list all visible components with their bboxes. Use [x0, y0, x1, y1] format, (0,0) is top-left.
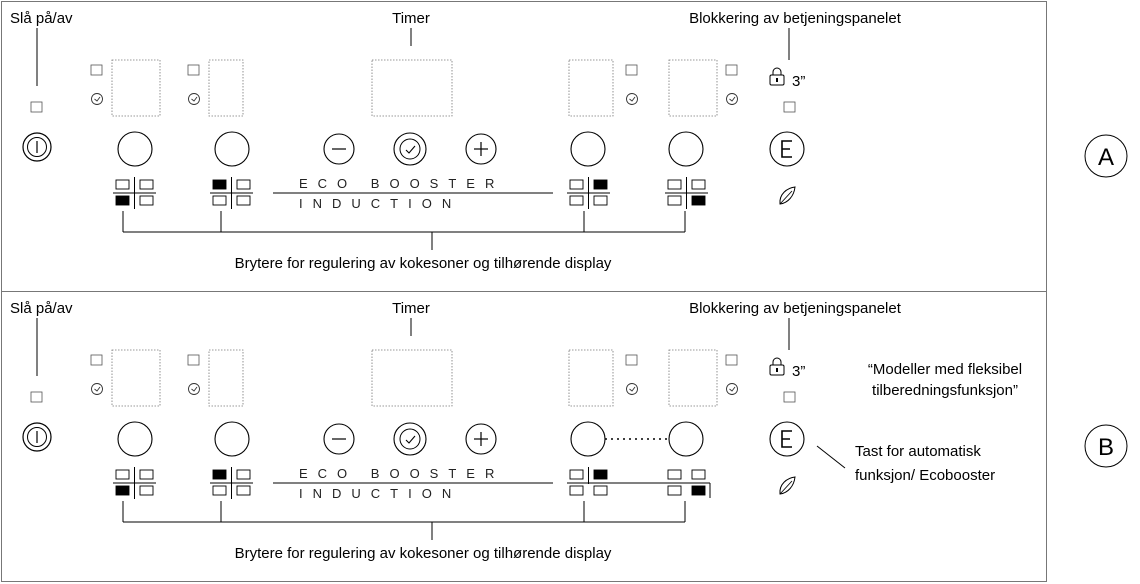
power-label: Slå på/av: [10, 10, 73, 27]
e-letter-icon: [781, 140, 792, 158]
minus-button[interactable]: [323, 133, 355, 165]
zones-label: Brytere for regulering av kokesoner og t…: [235, 545, 612, 562]
padlock-icon: [769, 357, 785, 376]
zone-display: [111, 59, 161, 117]
clock-icon: [626, 383, 638, 395]
zone-1-button[interactable]: [117, 131, 153, 167]
panel-frame: [1, 1, 1047, 292]
panel-b: Slå på/av Timer Blokkering av betjeningspa…: [1, 291, 1128, 582]
clock-icon: [188, 383, 200, 395]
leaf-icon: [779, 476, 796, 495]
indicator-led: [90, 354, 103, 366]
indicator-led: [625, 64, 638, 76]
indicator-led: [90, 64, 103, 76]
plus-button[interactable]: [465, 133, 497, 165]
zone-position-map: [567, 177, 610, 209]
zone-display: [568, 349, 614, 407]
induction-label: INDUCTION: [299, 196, 461, 211]
zone-2-button[interactable]: [214, 421, 250, 457]
auto-function-button[interactable]: [769, 131, 805, 167]
lock-hold-time: 3”: [792, 73, 805, 90]
clock-icon: [91, 93, 103, 105]
zones-label: Brytere for regulering av kokesoner og t…: [235, 255, 612, 272]
minus-button[interactable]: [323, 423, 355, 455]
auto-key-label-line2: funksjon/ Ecobooster: [855, 467, 995, 484]
clock-icon: [405, 435, 416, 444]
flexi-note-line2: tilberedningsfunksjon”: [872, 382, 1018, 399]
zone-4-button[interactable]: [668, 421, 704, 457]
panel-badge-letter: B: [1098, 434, 1114, 461]
indicator-led: [725, 354, 738, 366]
zone-4-button[interactable]: [668, 131, 704, 167]
timer-button[interactable]: [393, 132, 427, 166]
zone-display: [208, 59, 244, 117]
zone-position-map: [210, 467, 253, 499]
lock-hold-time: 3”: [792, 363, 805, 380]
zone-1-button[interactable]: [117, 421, 153, 457]
zone-display: [668, 59, 718, 117]
panel-badge: [1084, 424, 1128, 468]
auto-function-button[interactable]: [769, 421, 805, 457]
plus-icon: [474, 142, 488, 156]
leaf-icon: [779, 186, 796, 205]
indicator-led: [783, 391, 796, 403]
padlock-icon: [769, 67, 785, 86]
panel-frame: [1, 291, 1047, 582]
indicator-led: [783, 101, 796, 113]
zone-position-map: [210, 177, 253, 209]
flexi-zone-map: [567, 467, 711, 498]
indicator-led: [30, 391, 43, 403]
indicator-led: [187, 354, 200, 366]
clock-icon: [91, 383, 103, 395]
zone-position-map: [113, 177, 156, 209]
indicator-led: [30, 101, 43, 113]
timer-label: Timer: [392, 10, 430, 27]
auto-key-label-line1: Tast for automatisk: [855, 443, 981, 460]
indicator-led: [725, 64, 738, 76]
indicator-led: [187, 64, 200, 76]
panel-a: Slå på/av Timer Blokkering av betjeningspa…: [1, 1, 1128, 292]
plus-button[interactable]: [465, 423, 497, 455]
clock-icon: [405, 145, 416, 154]
zone-display: [111, 349, 161, 407]
panel-badge: [1084, 134, 1128, 178]
zone-display: [208, 349, 244, 407]
timer-button[interactable]: [393, 422, 427, 456]
clock-icon: [726, 93, 738, 105]
indicator-led: [625, 354, 638, 366]
plus-icon: [474, 432, 488, 446]
eco-booster-label: ECO BOOSTER: [299, 176, 504, 191]
clock-icon: [726, 383, 738, 395]
leader-line: [816, 445, 846, 469]
zone-display: [371, 59, 453, 117]
zone-position-map: [665, 177, 708, 209]
induction-label: INDUCTION: [299, 486, 461, 501]
power-label: Slå på/av: [10, 300, 73, 317]
power-button[interactable]: [22, 132, 52, 162]
lock-label: Blokkering av betjeningspanelet: [689, 300, 902, 317]
zone-display: [668, 349, 718, 407]
lock-label: Blokkering av betjeningspanelet: [689, 10, 902, 27]
panel-badge-letter: A: [1098, 144, 1114, 171]
power-button[interactable]: [22, 422, 52, 452]
eco-booster-label: ECO BOOSTER: [299, 466, 504, 481]
zone-position-map: [113, 467, 156, 499]
clock-icon: [626, 93, 638, 105]
zone-display: [371, 349, 453, 407]
timer-label: Timer: [392, 300, 430, 317]
zone-3-button[interactable]: [570, 131, 606, 167]
zone-display: [568, 59, 614, 117]
clock-icon: [188, 93, 200, 105]
zone-3-button[interactable]: [570, 421, 606, 457]
flexi-note-line1: “Modeller med fleksibel: [868, 361, 1022, 378]
zone-2-button[interactable]: [214, 131, 250, 167]
e-letter-icon: [781, 430, 792, 448]
